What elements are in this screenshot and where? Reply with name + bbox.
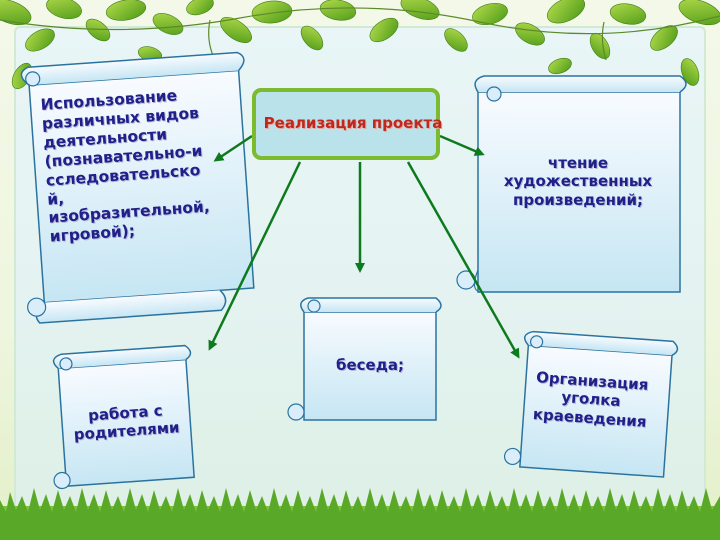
box-corner-text: Организация уголка краеведения bbox=[532, 368, 649, 431]
leaf-garland-top bbox=[0, 0, 720, 90]
box-conversation-text: беседа; bbox=[336, 356, 404, 374]
scroll-parents bbox=[52, 344, 195, 490]
center-label: Реализация проекта bbox=[263, 114, 443, 132]
center-box bbox=[252, 88, 440, 160]
arrow-to-corner bbox=[406, 161, 520, 359]
scroll-conversation bbox=[287, 297, 442, 421]
scroll-corner bbox=[503, 330, 679, 478]
arrow-to-reading bbox=[439, 134, 485, 156]
grass-border-bottom bbox=[0, 488, 720, 540]
box-reading-text: чтение художественных произведений; bbox=[503, 154, 653, 209]
arrows bbox=[208, 134, 520, 359]
scroll-reading bbox=[456, 75, 687, 293]
scroll-activities bbox=[20, 51, 255, 324]
arrow-to-parents bbox=[208, 161, 302, 351]
arrow-to-activities bbox=[213, 134, 253, 162]
box-activities-text: Использование различных видов деятельнос… bbox=[40, 86, 211, 246]
